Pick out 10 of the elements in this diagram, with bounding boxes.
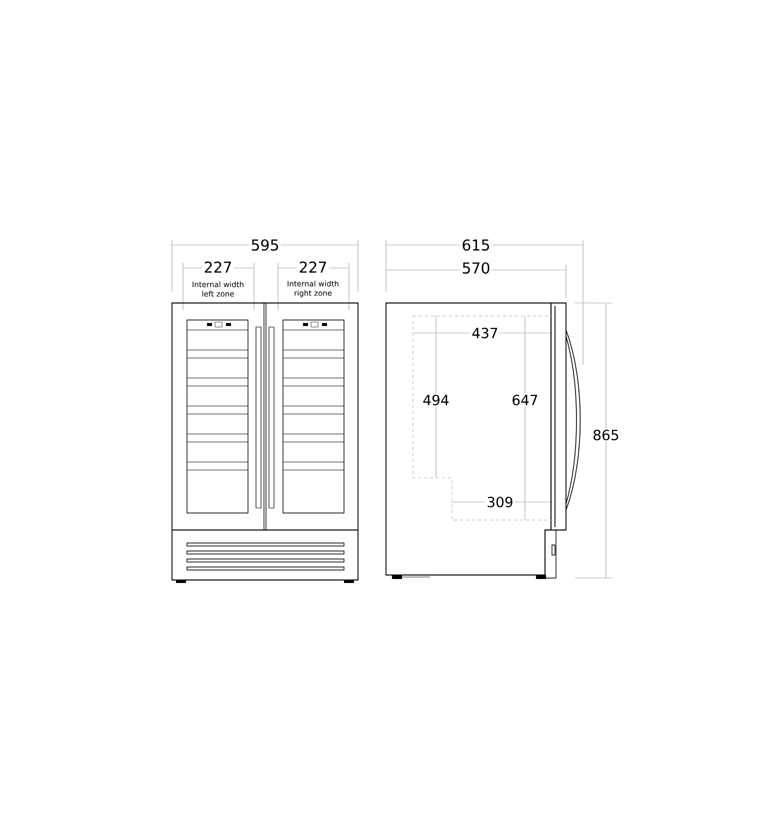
dimension-label: 227 (297, 260, 329, 274)
dimension-label: 437 (470, 326, 500, 340)
dimension-label: 227 (202, 260, 234, 274)
dimension-label: 570 (460, 260, 492, 276)
dimension-label: 309 (485, 495, 515, 509)
dimension-label: 865 (591, 428, 621, 442)
dimension-label: 494 (421, 393, 451, 407)
dimension-label: 647 (510, 393, 540, 407)
dimension-label: 595 (249, 238, 281, 252)
dimension-label: 615 (460, 238, 492, 252)
